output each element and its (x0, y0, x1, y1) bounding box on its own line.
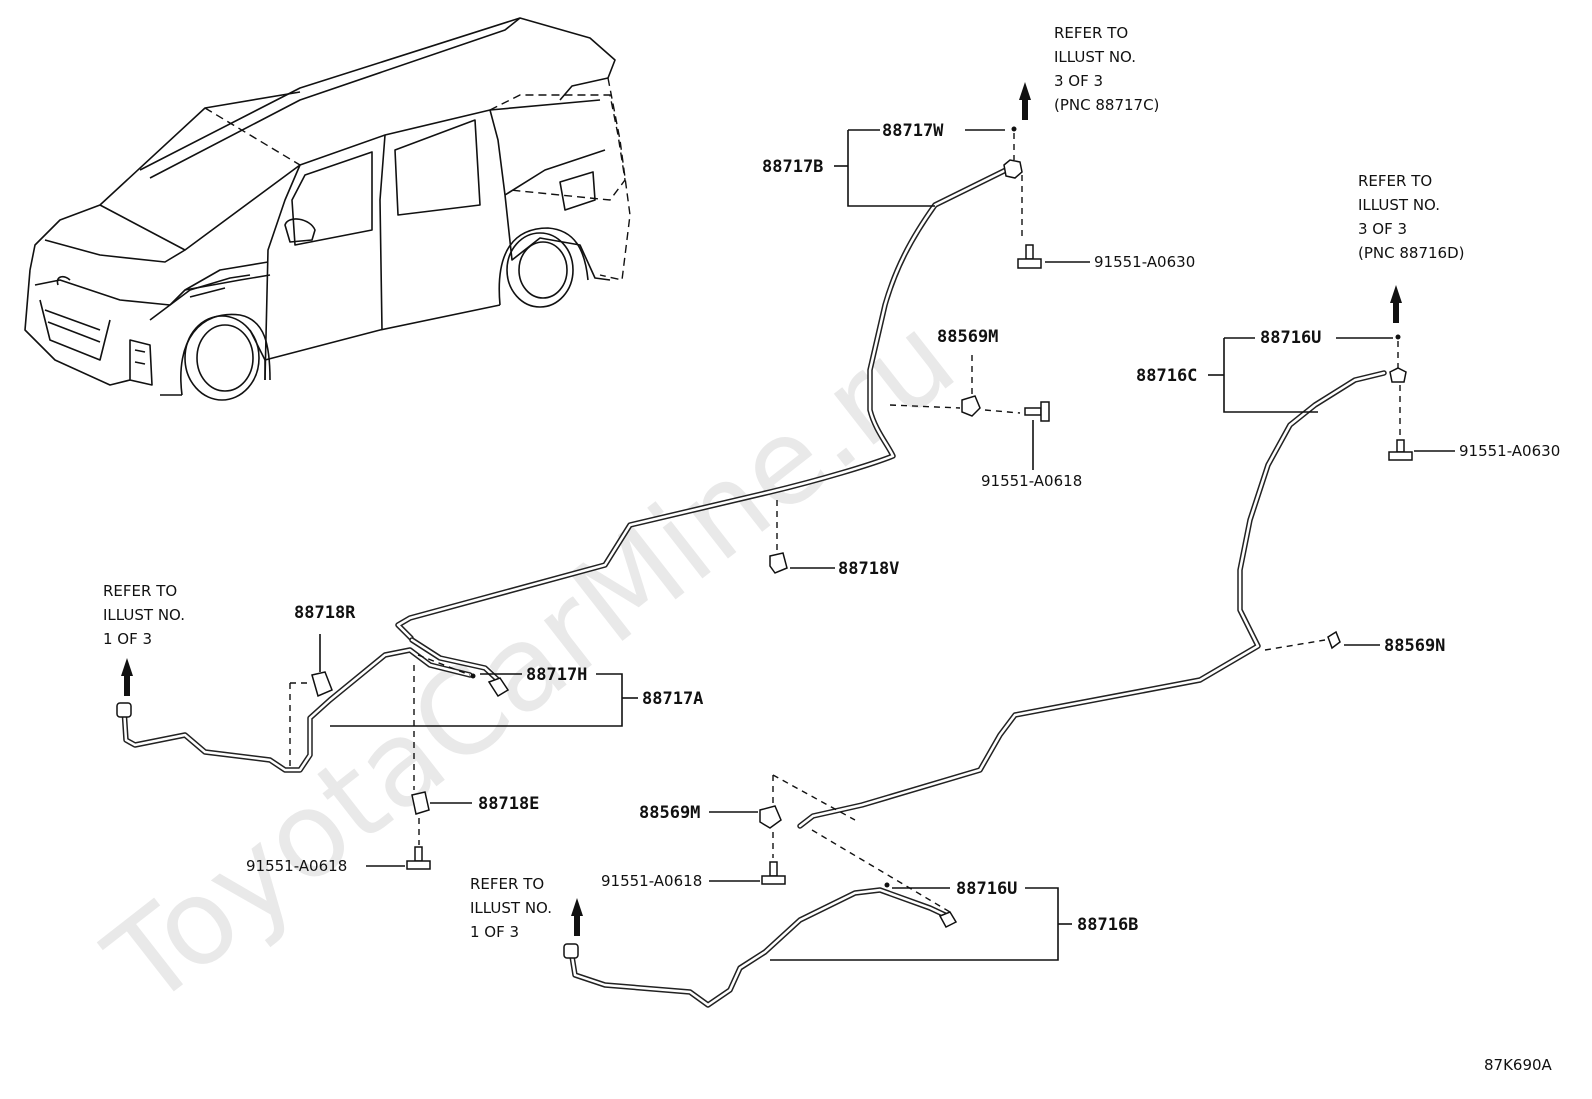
part-label-88569m-top: 88569M (937, 327, 998, 347)
part-label-88716u-top: 88716U (1260, 328, 1321, 348)
part-label-88717w: 88717W (882, 121, 944, 141)
svg-text:ILLUST NO.: ILLUST NO. (103, 606, 185, 624)
clip-icon (759, 805, 782, 829)
part-label-88569n: 88569N (1384, 636, 1445, 656)
bolt-icon (406, 846, 431, 870)
svg-text:REFER TO: REFER TO (1358, 172, 1432, 190)
part-label-88718e: 88718E (478, 794, 539, 814)
part-label-88716u-bottom: 88716U (956, 879, 1017, 899)
bolt-icon (1017, 244, 1042, 269)
part-label-91551-a0630-top: 91551-A0630 (1094, 253, 1195, 271)
refer-note-top-right: REFER TO ILLUST NO. 3 OF 3 (PNC 88716D) (1358, 172, 1464, 262)
svg-text:1 OF 3: 1 OF 3 (103, 630, 152, 648)
svg-text:ILLUST NO.: ILLUST NO. (1054, 48, 1136, 66)
refer-note-top-center: REFER TO ILLUST NO. 3 OF 3 (PNC 88717C) (1054, 24, 1159, 114)
clip-icon (411, 791, 430, 815)
bolt-icon (761, 861, 786, 885)
part-label-88718r: 88718R (294, 603, 356, 623)
washer-hose-right (797, 370, 1387, 829)
svg-text:ILLUST NO.: ILLUST NO. (1358, 196, 1440, 214)
refer-note-bottom: REFER TO ILLUST NO. 1 OF 3 (470, 875, 552, 941)
part-label-88716b: 88716B (1077, 915, 1138, 935)
svg-text:REFER TO: REFER TO (103, 582, 177, 600)
svg-text:ILLUST NO.: ILLUST NO. (470, 899, 552, 917)
up-arrow-icon (121, 658, 133, 696)
nozzle-88717w-icon (1003, 159, 1023, 179)
washer-hose-left (116, 647, 473, 773)
up-arrow-icon (1019, 82, 1031, 120)
part-label-88717b: 88717B (762, 157, 823, 177)
minivan-illustration-icon (24, 17, 631, 401)
svg-text:3 OF 3: 3 OF 3 (1358, 220, 1407, 238)
svg-text:(PNC 88717C): (PNC 88717C) (1054, 96, 1159, 114)
svg-text:(PNC 88716D): (PNC 88716D) (1358, 244, 1464, 262)
svg-text:1 OF 3: 1 OF 3 (470, 923, 519, 941)
clip-icon (961, 395, 981, 417)
part-label-88716c: 88716C (1136, 366, 1197, 386)
part-label-88717a: 88717A (642, 689, 703, 709)
part-label-91551-a0618-left: 91551-A0618 (246, 857, 347, 875)
clip-icon (1327, 630, 1341, 650)
up-arrow-icon (1390, 285, 1402, 323)
svg-text:3 OF 3: 3 OF 3 (1054, 72, 1103, 90)
svg-text:REFER TO: REFER TO (1054, 24, 1128, 42)
bolt-icon (1024, 401, 1050, 422)
part-label-91551-a0618-bottom: 91551-A0618 (601, 872, 702, 890)
part-label-88718v: 88718V (838, 559, 899, 579)
part-label-91551-a0630-right: 91551-A0630 (1459, 442, 1560, 460)
clip-icon (769, 552, 788, 574)
clip-icon (311, 671, 333, 698)
figure-code: 87K690A (1484, 1056, 1553, 1074)
part-label-88569m-bottom: 88569M (639, 803, 700, 823)
up-arrow-icon (571, 898, 583, 936)
bolt-icon (1388, 439, 1413, 461)
refer-note-left: REFER TO ILLUST NO. 1 OF 3 (103, 582, 185, 648)
washer-hose-bottom (563, 887, 948, 1008)
part-label-91551-a0618-mid: 91551-A0618 (981, 472, 1082, 490)
part-label-88717h: 88717H (526, 665, 587, 685)
svg-text:REFER TO: REFER TO (470, 875, 544, 893)
